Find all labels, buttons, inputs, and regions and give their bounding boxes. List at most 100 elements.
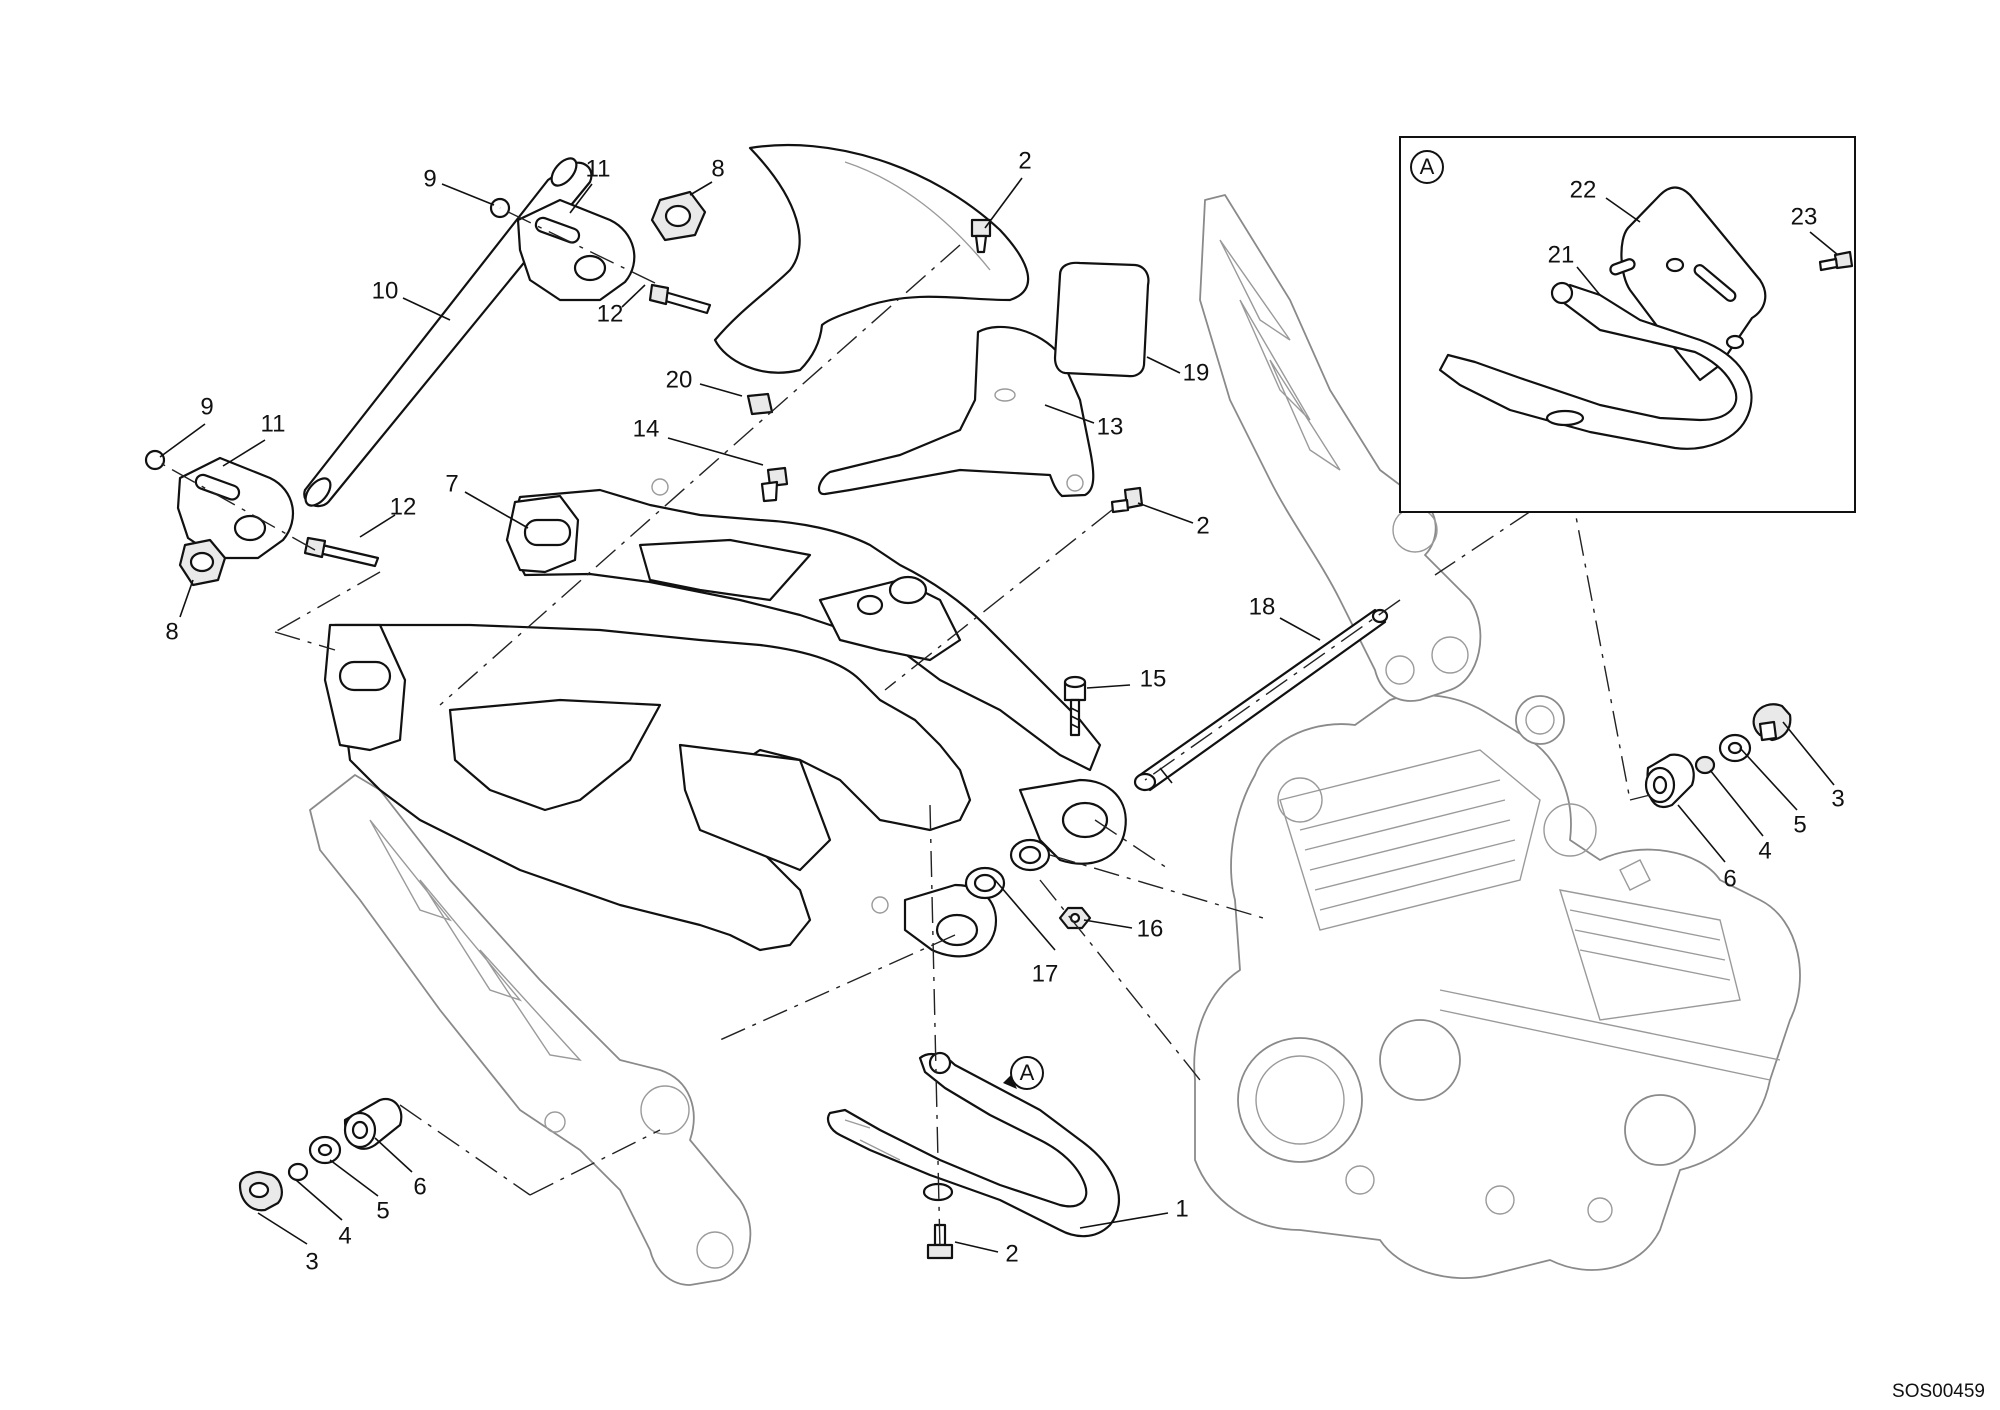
callout-c19: 19 — [1183, 359, 1210, 386]
callout-c9a: 9 — [423, 165, 436, 192]
callout-c12a: 12 — [597, 300, 624, 327]
callout-c3a: 3 — [1831, 785, 1844, 812]
callout-c13: 13 — [1097, 413, 1124, 440]
drawing-reference-code: SOS00459 — [1892, 1381, 1985, 1402]
right-pivot-stack — [1644, 703, 1792, 808]
leader-line-c20 — [699, 383, 743, 397]
detail-a-inset — [1399, 136, 1856, 513]
callout-c18: 18 — [1249, 593, 1276, 620]
callout-c17: 17 — [1032, 960, 1059, 987]
leader-line-c11a — [569, 183, 593, 214]
chain-tensioner-upper — [516, 198, 636, 302]
right-footpeg-bracket-outline — [1199, 194, 1482, 702]
leader-line-c21 — [1576, 266, 1601, 296]
leader-line-c9b — [159, 423, 206, 458]
left-footpeg-bracket-outline — [309, 774, 752, 1286]
callout-c23: 23 — [1791, 203, 1818, 230]
callout-labels: 1222334455667889910111112121314151617181… — [165, 147, 1844, 1275]
callout-c20: 20 — [666, 366, 693, 393]
callout-c7: 7 — [445, 470, 458, 497]
flange-nut-lower — [178, 538, 227, 587]
leader-line-c10 — [402, 297, 451, 321]
spring-nut — [746, 392, 774, 416]
detail-marker-main: A — [1003, 1056, 1044, 1090]
callout-c12b: 12 — [390, 493, 417, 520]
callout-c3b: 3 — [305, 1248, 318, 1275]
callout-c6a: 6 — [1723, 865, 1736, 892]
detail-markers: AA — [1003, 150, 1444, 1090]
chain-tensioner-lower — [176, 456, 295, 560]
callout-c4b: 4 — [338, 1222, 351, 1249]
leader-line-c6a — [1677, 804, 1726, 863]
leader-line-c17 — [994, 879, 1056, 951]
leader-line-c11b — [222, 439, 266, 467]
leader-line-c13 — [1044, 404, 1095, 424]
circlip-lower — [144, 449, 166, 471]
detail-marker-inset: A — [1410, 150, 1444, 184]
swingarm-pivot-shaft — [1133, 608, 1389, 792]
fixing-screw-right — [1110, 486, 1144, 514]
leader-line-c18 — [1279, 617, 1321, 641]
leader-line-c5a — [1739, 747, 1798, 811]
callout-c22: 22 — [1570, 176, 1597, 203]
assembly-lines — [154, 207, 1651, 1251]
leader-line-c14 — [667, 437, 764, 466]
callout-c15: 15 — [1140, 665, 1167, 692]
fixing-screw-bottom — [926, 1223, 954, 1260]
callout-c2c: 2 — [1005, 1240, 1018, 1267]
leader-line-c2c — [954, 1241, 999, 1253]
detail-marker-pointer-icon — [1003, 1075, 1017, 1089]
callout-c5b: 5 — [376, 1197, 389, 1224]
callout-c1: 1 — [1175, 1195, 1188, 1222]
fixing-screw-top — [970, 218, 992, 254]
callout-c6b: 6 — [413, 1173, 426, 1200]
adjuster-screw-upper — [648, 283, 712, 315]
locking-screw — [1063, 675, 1087, 737]
leader-line-c12b — [359, 514, 396, 538]
leader-line-c8a — [689, 181, 713, 196]
leader-line-c8b — [179, 579, 194, 618]
callout-c2a: 2 — [1018, 147, 1031, 174]
leader-line-c22 — [1605, 197, 1641, 223]
leader-line-c3b — [257, 1212, 308, 1245]
locking-nut — [1058, 906, 1092, 930]
engine-outline — [1193, 694, 1801, 1279]
detail-marker-circle-main — [1010, 1056, 1044, 1090]
callout-c8a: 8 — [711, 155, 724, 182]
flange-nut-upper — [650, 190, 707, 242]
leader-line-c19 — [1146, 356, 1181, 374]
adhesive-pad — [1053, 261, 1150, 378]
callout-c8b: 8 — [165, 618, 178, 645]
detail-marker-circle-inset — [1410, 150, 1444, 184]
callout-c11b: 11 — [261, 410, 286, 437]
mudguard-screw — [760, 466, 789, 503]
leader-line-c9a — [441, 183, 495, 206]
callout-c4a: 4 — [1758, 837, 1771, 864]
swingarm — [323, 478, 1127, 958]
adjuster-screw-lower — [303, 536, 380, 568]
leader-line-c12a — [621, 284, 646, 308]
chain-slider — [826, 1051, 1120, 1238]
callout-c16: 16 — [1137, 915, 1164, 942]
detail-marker-label-inset: A — [1420, 154, 1435, 179]
rear-mudguard — [713, 143, 1095, 498]
callout-c14: 14 — [633, 415, 660, 442]
callout-c9b: 9 — [200, 393, 213, 420]
callout-c5a: 5 — [1793, 811, 1806, 838]
leader-line-c3a — [1782, 721, 1835, 786]
leader-line-c4a — [1709, 769, 1764, 837]
spacer-bushes — [964, 838, 1051, 900]
leader-line-c4b — [295, 1179, 343, 1221]
leader-line-c16 — [1083, 919, 1133, 929]
leader-line-c5b — [329, 1159, 379, 1197]
leader-lines — [159, 177, 1839, 1253]
leader-line-c1 — [1079, 1212, 1169, 1229]
leader-line-c23 — [1809, 231, 1839, 256]
callout-c21: 21 — [1548, 241, 1575, 268]
leader-line-c2b — [1137, 502, 1194, 524]
left-pivot-stack — [238, 1097, 403, 1212]
leader-line-c6b — [374, 1137, 413, 1173]
callout-c2b: 2 — [1196, 512, 1209, 539]
callout-c10: 10 — [372, 277, 399, 304]
